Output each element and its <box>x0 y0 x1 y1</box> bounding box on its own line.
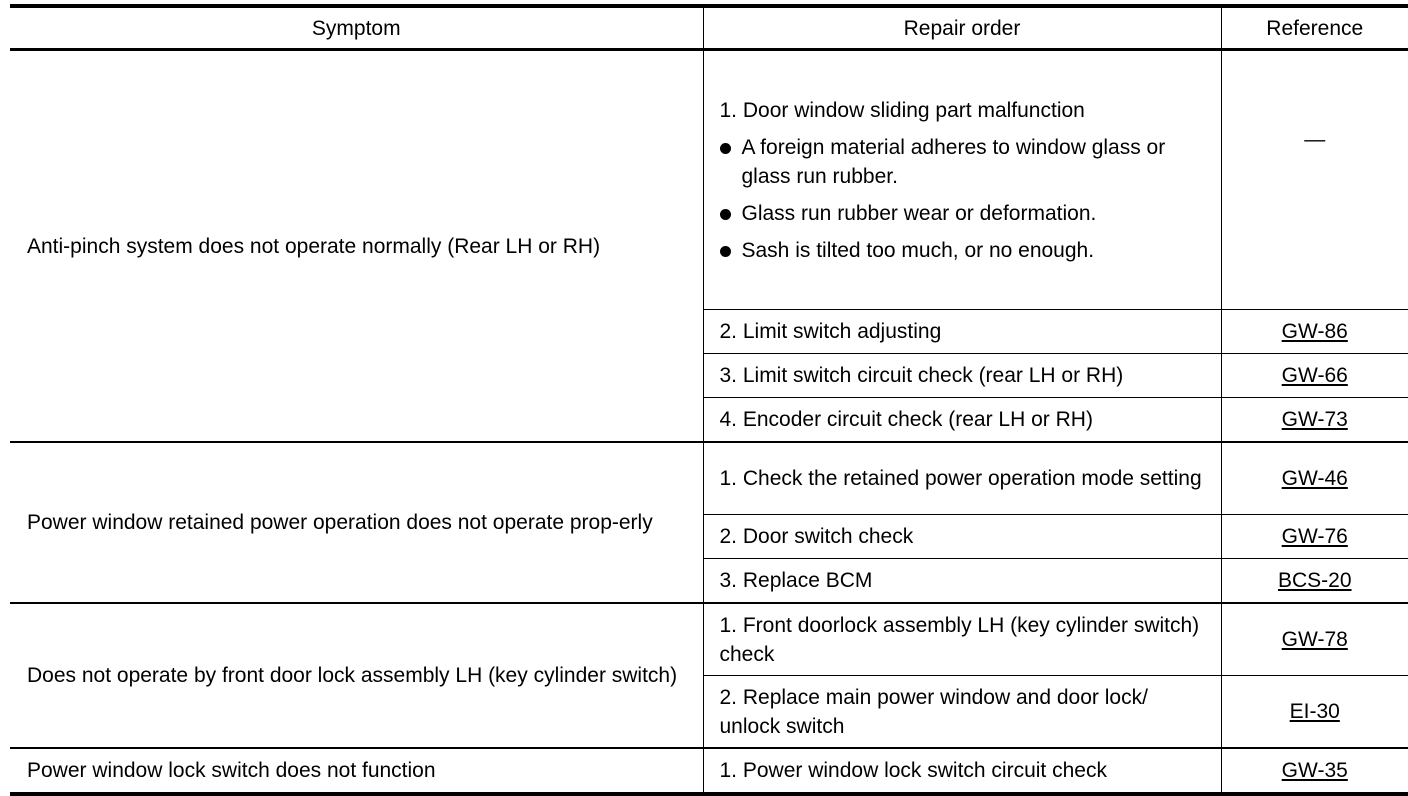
header-row: Symptom Repair order Reference <box>10 4 1408 51</box>
table-row: Power window lock switch does not functi… <box>10 748 1408 796</box>
troubleshooting-table: Symptom Repair order Reference Anti-pinc… <box>10 4 1408 796</box>
reference-link[interactable]: GW-35 <box>1281 759 1348 782</box>
document-page: Symptom Repair order Reference Anti-pinc… <box>10 4 1408 796</box>
header-repair-order: Repair order <box>702 4 1221 51</box>
reference-cell: GW-76 <box>1220 514 1408 559</box>
reference-link[interactable]: GW-66 <box>1281 364 1348 387</box>
reference-cell: GW-78 <box>1220 603 1408 676</box>
bullet-text: Sash is tilted too much, or no enough. <box>741 238 1095 262</box>
repair-step-cell: 2. Limit switch adjusting <box>702 309 1221 354</box>
list-item: Sash is tilted too much, or no enough. <box>719 236 1213 265</box>
reference-cell: — <box>1220 49 1408 310</box>
list-item: A foreign material adheres to window gla… <box>719 133 1213 191</box>
header-symptom: Symptom <box>10 4 703 51</box>
table-row: 2. Limit switch adjusting GW-86 <box>10 309 1408 354</box>
reference-link[interactable]: EI-30 <box>1289 700 1340 723</box>
repair-step-cell: 1. Door window sliding part malfunction … <box>702 49 1221 310</box>
reference-cell: GW-35 <box>1220 748 1408 796</box>
repair-step-cell: 1. Power window lock switch circuit chec… <box>702 748 1221 796</box>
table-row: Does not operate by front door lock asse… <box>10 603 1408 749</box>
table-row: 3. Replace BCM BCS-20 <box>10 558 1408 604</box>
bullet-icon <box>719 208 731 220</box>
repair-step-cell: 3. Replace BCM <box>702 558 1221 604</box>
repair-step-cell: 3. Limit switch circuit check (rear LH o… <box>702 353 1221 398</box>
repair-step-cell: 2. Door switch check <box>702 514 1221 559</box>
reference-cell: GW-66 <box>1220 353 1408 398</box>
header-reference: Reference <box>1220 4 1408 51</box>
reference-link[interactable]: GW-73 <box>1281 408 1348 431</box>
table-row: 3. Limit switch circuit check (rear LH o… <box>10 353 1408 398</box>
repair-step-cell: 1. Check the retained power operation mo… <box>702 442 1221 515</box>
bullet-text: A foreign material adheres to window gla… <box>741 135 1166 188</box>
no-reference-dash: — <box>1304 128 1326 151</box>
reference-link[interactable]: GW-76 <box>1281 525 1348 548</box>
reference-cell: BCS-20 <box>1220 558 1408 604</box>
symptom-cell: Power window retained power operation do… <box>10 442 703 604</box>
symptom-cell: Power window lock switch does not functi… <box>10 748 703 796</box>
list-item: Glass run rubber wear or deformation. <box>719 199 1213 228</box>
symptom-cell: Does not operate by front door lock asse… <box>10 603 703 749</box>
repair-step-cell: 1. Front doorlock assembly LH (key cylin… <box>702 603 1221 676</box>
bullet-text: Glass run rubber wear or deformation. <box>741 201 1097 225</box>
reference-link[interactable]: BCS-20 <box>1277 569 1352 592</box>
reference-cell: GW-86 <box>1220 309 1408 354</box>
reference-link[interactable]: GW-86 <box>1281 320 1348 343</box>
symptom-cell: Anti-pinch system does not operate norma… <box>10 49 703 443</box>
repair-step-text: 1. Door window sliding part malfunction <box>719 98 1085 122</box>
reference-link[interactable]: GW-46 <box>1281 467 1348 490</box>
reference-cell: GW-73 <box>1220 397 1408 443</box>
reference-cell: GW-46 <box>1220 442 1408 515</box>
repair-step-cell: 2. Replace main power window and door lo… <box>702 675 1221 749</box>
repair-step-cell: 4. Encoder circuit check (rear LH or RH) <box>702 397 1221 443</box>
reference-link[interactable]: GW-78 <box>1281 628 1348 651</box>
bullet-icon <box>719 245 731 257</box>
table-row: Anti-pinch system does not operate norma… <box>10 49 1408 443</box>
table-row: 4. Encoder circuit check (rear LH or RH)… <box>10 397 1408 443</box>
table-row: Power window retained power operation do… <box>10 442 1408 604</box>
table-row: 2. Door switch check GW-76 <box>10 514 1408 559</box>
bullet-icon <box>719 142 731 154</box>
reference-cell: EI-30 <box>1220 675 1408 749</box>
